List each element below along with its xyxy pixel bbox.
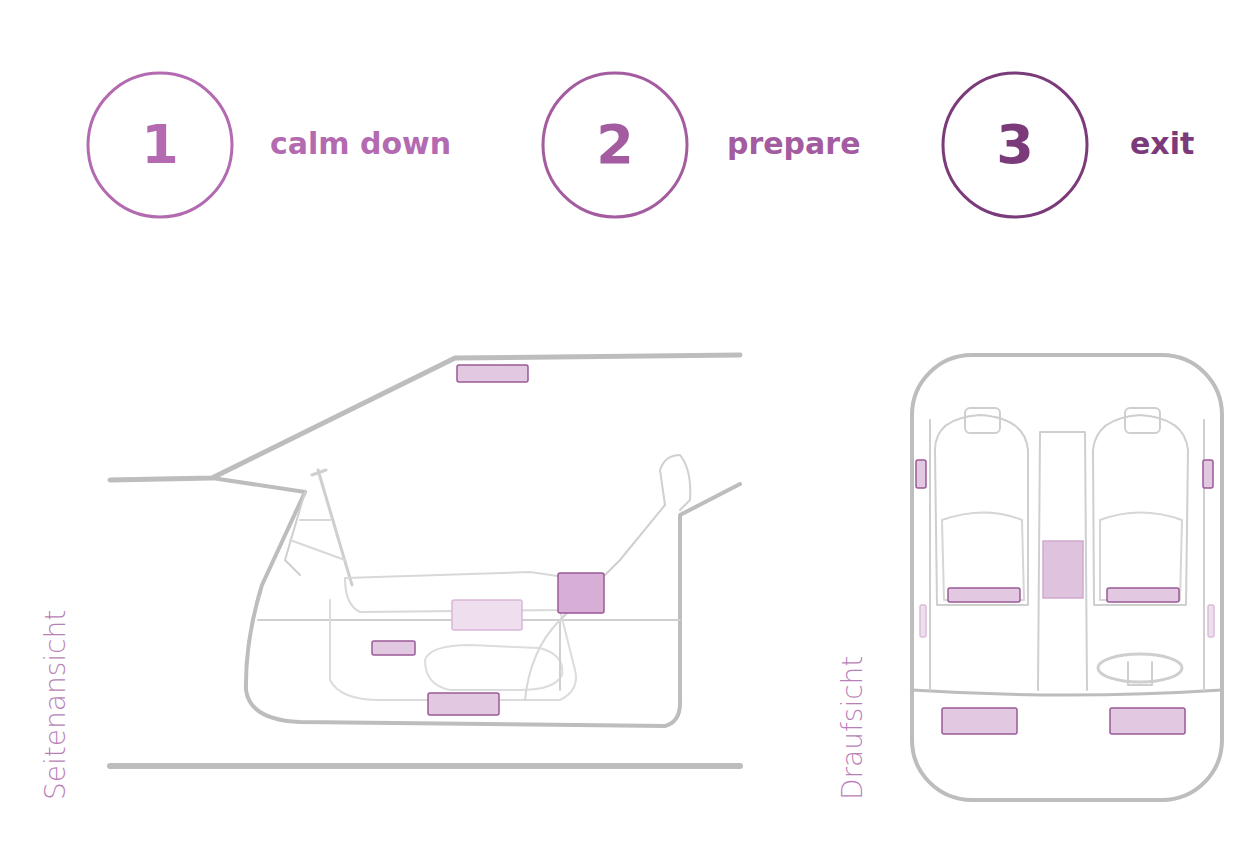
view-label: Draufsicht — [835, 656, 871, 800]
view-label: Seitenansicht — [38, 610, 74, 800]
step-number: 2 — [540, 70, 690, 220]
step-label: calm down — [270, 126, 451, 161]
step-number: 3 — [940, 70, 1090, 220]
step-number: 1 — [85, 70, 235, 220]
step-circle: 2prepare — [540, 70, 690, 220]
step-circle: 1calm down — [85, 70, 235, 220]
step-circle: 3exit — [940, 70, 1090, 220]
step-label: prepare — [727, 126, 860, 161]
step-label: exit — [1130, 126, 1194, 161]
